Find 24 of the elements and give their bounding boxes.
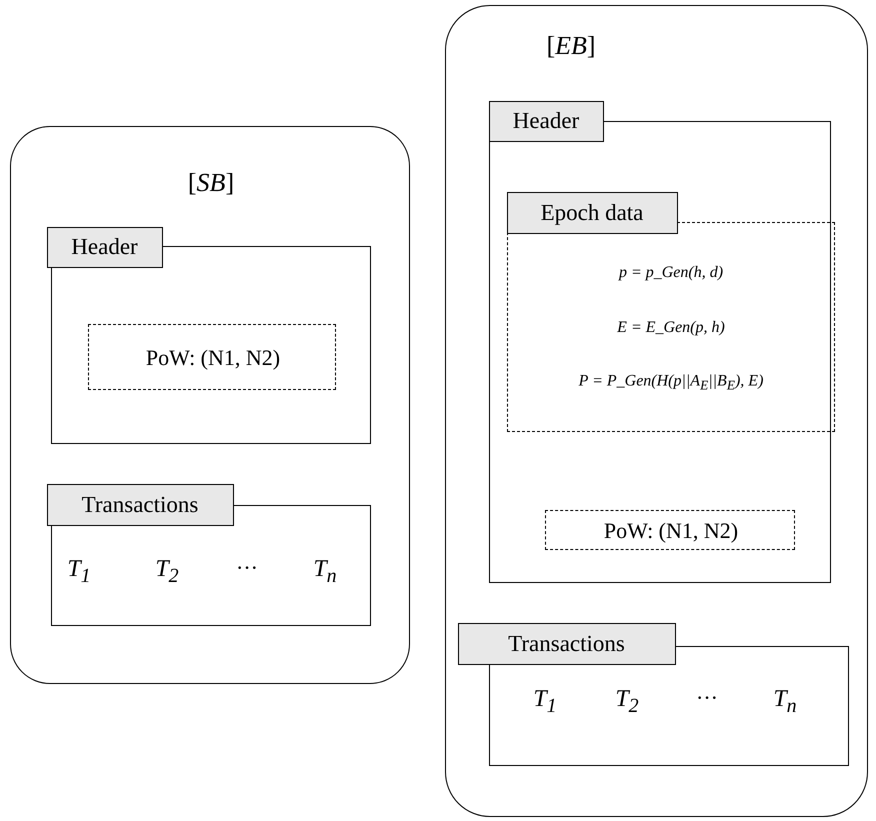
tab-label: Header xyxy=(488,100,604,142)
transaction-label: T$_{n}$ xyxy=(773,686,797,718)
pow-label: PoW: (N1, N2) xyxy=(604,518,738,544)
pow-box xyxy=(88,324,336,390)
tab-label: Transactions xyxy=(458,622,676,664)
transaction-label: T$_{2}$ xyxy=(155,556,179,588)
tab-label: Header xyxy=(46,226,162,268)
formula: p = p_Gen(h, d) xyxy=(618,264,724,282)
tab-label: Epoch data xyxy=(506,192,678,234)
transaction-label: T$_{1}$ xyxy=(533,686,557,718)
block-card xyxy=(445,5,868,817)
transaction-label: T$_{1}$ xyxy=(67,556,91,588)
formula: E = E_Gen(p, h) xyxy=(617,319,725,337)
ellipsis: ··· xyxy=(236,555,258,581)
transaction-label: T$_{2}$ xyxy=(615,686,639,718)
pow-box xyxy=(545,510,795,550)
transaction-label: T$_{n}$ xyxy=(313,556,337,588)
formula: P = P_Gen(H(p||A$_{E}$||B$_{E}$), E) xyxy=(578,372,764,394)
pow-label: PoW: (N1, N2) xyxy=(146,345,280,371)
block-title: [EB] xyxy=(546,31,596,61)
block-title: [SB] xyxy=(188,168,234,198)
ellipsis: ··· xyxy=(696,685,718,711)
block-card xyxy=(10,126,410,684)
tab-label: Transactions xyxy=(46,484,234,526)
